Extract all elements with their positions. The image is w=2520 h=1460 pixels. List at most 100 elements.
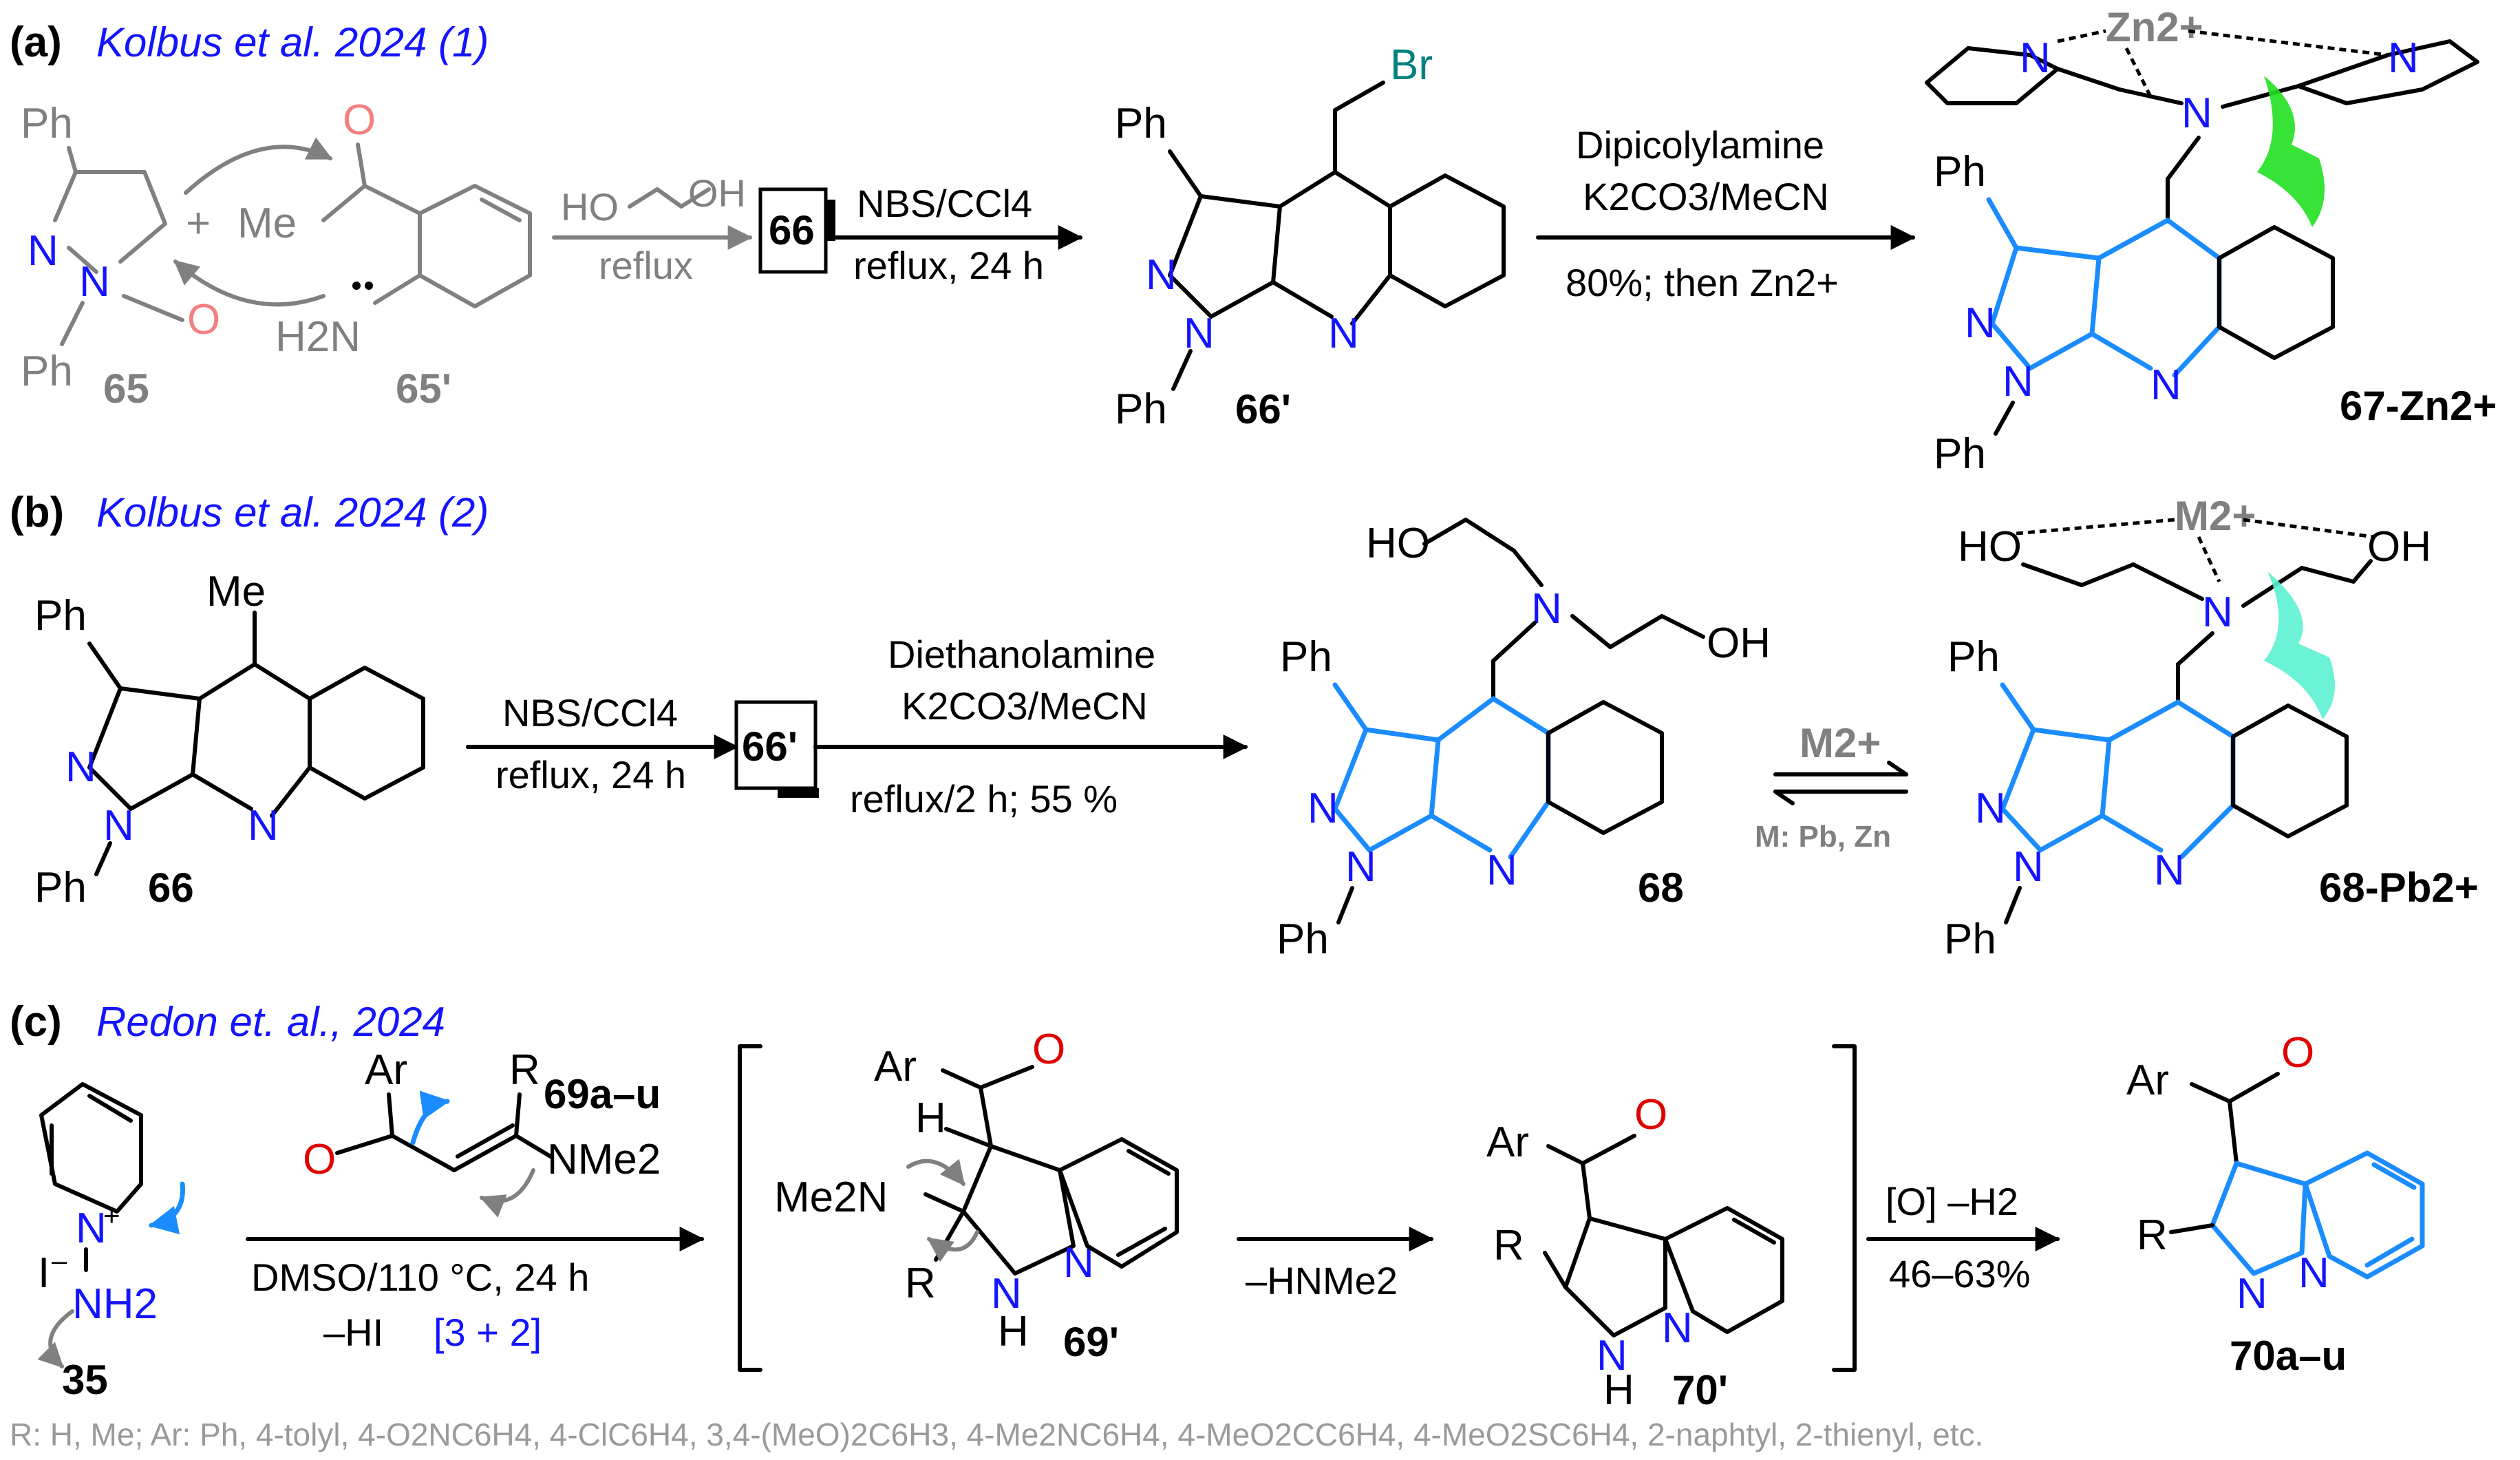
compound-69p-structure: Ar O H Me2N R N H N 69' <box>774 1026 1179 1365</box>
ph-label: Ph <box>1280 633 1332 681</box>
n-label: N <box>1146 251 1177 299</box>
n-label: N <box>2202 589 2233 636</box>
br-label: Br <box>1390 41 1433 89</box>
compound-67-label: 67-Zn2+ <box>2340 383 2497 429</box>
compound-68-label: 68 <box>1638 865 1684 911</box>
bracket-left <box>738 1044 762 1372</box>
n-label: N <box>248 802 279 849</box>
oh-label: OH <box>2367 523 2431 571</box>
step3-bottom: 46–63% <box>1889 1252 2031 1295</box>
reagent-oh: OH <box>688 171 746 215</box>
curved-arrow <box>410 1090 451 1145</box>
compound-69p-label: 69' <box>1063 1319 1119 1365</box>
n-label: N <box>2150 361 2181 409</box>
ph-label: Ph <box>1115 100 1167 147</box>
compound-70-label: 70a–u <box>2230 1333 2347 1379</box>
n-label: N <box>2154 847 2185 894</box>
ph-label: Ph <box>34 864 87 911</box>
step2-top: Diethanolamine <box>888 633 1155 676</box>
curved-arrow <box>173 260 325 307</box>
n-label: N <box>76 1205 107 1252</box>
n-label: N <box>1662 1304 1693 1352</box>
svg-text:+: + <box>103 1199 120 1231</box>
intermediate-66-label: 66 <box>769 207 815 253</box>
ho-label: HO <box>1366 520 1430 567</box>
n-label: N <box>1531 585 1562 633</box>
reagent-69-label: 69a–u <box>544 1071 661 1117</box>
ph-label: Ph <box>34 592 87 639</box>
compound-68pb-structure: M2+ HO OH N Ph N N N Ph 68- <box>1944 493 2479 963</box>
reagent-69-structure: Ar R O NMe2 69a–u <box>303 1046 661 1218</box>
ph-label: Ph <box>1944 916 1996 963</box>
h-label: H <box>1603 1366 1634 1414</box>
h-label: H <box>998 1308 1029 1355</box>
step2-label: –HNMe2 <box>1246 1259 1398 1302</box>
n-label: N <box>28 227 58 275</box>
n-label: N <box>2181 89 2212 137</box>
compound-70p-structure: Ar O R N H N 70' <box>1486 1091 1784 1414</box>
step1-bottom: reflux, 24 h <box>495 753 686 796</box>
o-label: O <box>2281 1029 2314 1077</box>
ar-label: Ar <box>365 1046 407 1094</box>
compound-67-structure: Zn2+ N N N Ph N N N <box>1925 4 2497 478</box>
ar-label: Ar <box>2126 1057 2169 1104</box>
n-label: N <box>2298 1249 2329 1297</box>
me2n-label: Me2N <box>774 1174 888 1221</box>
panel-a-citation: Kolbus et al. 2024 (1) <box>96 19 489 65</box>
step1-bottom: DMSO/110 °C, 24 h <box>251 1256 589 1299</box>
n-label: N <box>1486 847 1517 894</box>
n-label: N <box>991 1270 1022 1318</box>
n-label: N <box>65 743 96 791</box>
oh-label: OH <box>1707 620 1771 667</box>
ar-label: Ar <box>874 1043 917 1090</box>
step1-bottom: reflux, 24 h <box>853 244 1044 287</box>
equilibrium-top: M2+ <box>1800 720 1881 766</box>
o-label: O <box>343 96 376 144</box>
compound-68-structure: HO N OH Ph N N N Ph 68 <box>1277 518 1771 963</box>
compound-65p-structure: O H2N 65' <box>275 96 532 412</box>
equilibrium-bottom: M: Pb, Zn <box>1755 820 1891 854</box>
panel-c: (c) Redon et. al., 2024 N + I – NH2 35 A… <box>10 998 2425 1452</box>
compound-66p-label: 66' <box>1235 386 1291 432</box>
nme2-label: NMe2 <box>547 1136 661 1183</box>
step1-top: NBS/CCl4 <box>502 691 678 734</box>
step2-mid: K2CO3/MeCN <box>901 684 1148 728</box>
compound-68pb-label: 68-Pb2+ <box>2319 865 2479 911</box>
ph-label: Ph <box>21 100 73 147</box>
n-label: N <box>2388 34 2419 82</box>
me-label: Me <box>206 568 266 615</box>
o-label: O <box>1634 1091 1667 1139</box>
compound-35-structure: N + I – NH2 35 <box>37 1082 185 1403</box>
step2-mid: K2CO3/MeCN <box>1583 175 1829 218</box>
panel-b-tag: (b) <box>10 489 64 536</box>
equilibrium-arrows <box>1773 761 1908 805</box>
fluorescence-glow <box>2257 76 2325 227</box>
ph-label: Ph <box>1277 916 1329 963</box>
compound-65-label: 65 <box>103 366 149 412</box>
iodide-label: I <box>38 1249 50 1297</box>
ph-label: Ph <box>1934 430 1986 478</box>
h-label: H <box>915 1094 946 1142</box>
reagent-reflux: reflux <box>599 244 693 287</box>
r-label: R <box>1493 1222 1524 1269</box>
ph-label: Ph <box>1947 633 2000 681</box>
n-label: N <box>103 802 134 849</box>
r-label: R <box>509 1046 540 1094</box>
nh2-label: NH2 <box>72 1280 158 1328</box>
zn-label: Zn2+ <box>2106 4 2203 50</box>
curved-arrow <box>184 137 333 195</box>
plus-sign: + <box>186 200 211 247</box>
curved-arrow <box>927 1230 979 1262</box>
n-label: N <box>2003 358 2033 405</box>
step2-bottom: reflux/2 h; 55 % <box>850 777 1118 821</box>
panel-b-citation: Kolbus et al. 2024 (2) <box>96 489 489 536</box>
o-label: O <box>1032 1026 1065 1073</box>
step3-top: [O] –H2 <box>1886 1180 2018 1223</box>
ar-label: Ar <box>1486 1119 1529 1166</box>
curved-arrow <box>479 1168 535 1218</box>
n-label: N <box>1328 310 1359 357</box>
n-label: N <box>1597 1332 1627 1379</box>
compound-65p-label: 65' <box>396 366 451 412</box>
substituent-footnote: R: H, Me; Ar: Ph, 4-tolyl, 4-O2NC6H4, 4-… <box>10 1417 1983 1452</box>
